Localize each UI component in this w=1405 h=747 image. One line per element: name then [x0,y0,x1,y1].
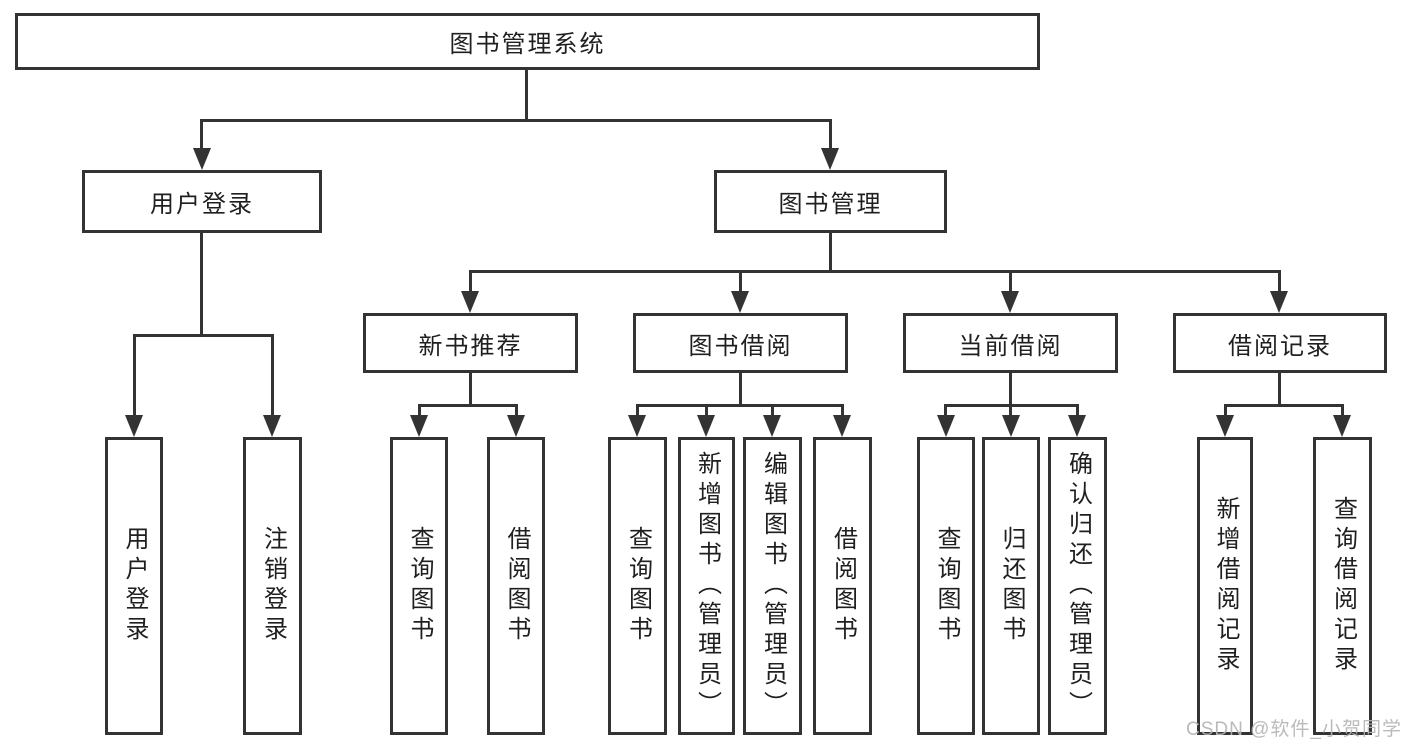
connector-line [944,404,947,418]
connector-line [739,373,742,407]
arrow-head-icon [731,291,749,313]
node-book-borrowing: 图书借阅 [633,313,848,373]
leaf-query-books-borrow: 查询图书 [608,437,667,735]
arrow-head-icon [507,415,525,437]
connector-line [200,119,832,122]
connector-line [1076,404,1079,418]
connector-line [636,404,639,418]
connector-line [469,270,472,293]
arrow-head-icon [1216,415,1234,437]
arrow-head-icon [193,148,211,170]
leaf-add-borrow-record: 新增借阅记录 [1197,437,1253,735]
node-label: 用户登录 [121,526,148,646]
node-label: 查询图书 [406,526,433,646]
node-label: 确认归还（管理员） [1064,451,1092,721]
connector-line [271,334,274,418]
leaf-confirm-return-admin: 确认归还（管理员） [1048,437,1107,735]
arrow-head-icon [1068,415,1086,437]
connector-line [829,119,832,150]
connector-line [771,404,774,418]
leaf-query-books-current: 查询图书 [917,437,975,735]
connector-line [133,334,136,418]
arrow-head-icon [263,415,281,437]
node-book-management: 图书管理 [714,170,947,233]
connector-line [515,404,518,418]
connector-line [841,404,844,418]
arrow-head-icon [1002,415,1020,437]
node-label: 查询图书 [933,526,960,646]
csdn-watermark: CSDN @软件_小贺同学 [1186,719,1402,740]
connector-line [636,404,844,407]
node-label: 新书推荐 [418,332,523,360]
connector-line [1341,404,1344,418]
node-label: 借阅图书 [829,526,857,646]
connector-line [705,404,708,418]
connector-line [739,270,742,293]
connector-line [1009,404,1012,418]
node-label: 查询图书 [624,526,652,646]
node-label: 编辑图书（管理员） [759,451,787,721]
node-label: 图书管理 [778,191,883,218]
arrow-head-icon [125,415,143,437]
leaf-borrow-books-recommend: 借阅图书 [487,437,545,735]
leaf-add-books-admin: 新增图书（管理员） [678,437,735,735]
connector-line [1009,373,1012,407]
arrow-head-icon [1333,415,1351,437]
connector-line [200,119,203,150]
arrow-head-icon [461,291,479,313]
leaf-edit-books-admin: 编辑图书（管理员） [743,437,802,735]
node-label: 借阅记录 [1228,332,1332,360]
leaf-query-books-recommend: 查询图书 [390,437,448,735]
arrow-head-icon [821,148,839,170]
leaf-logout: 注销登录 [243,437,302,735]
node-label: 图书管理系统 [449,31,606,58]
connector-line [133,334,274,337]
node-current-borrowing: 当前借阅 [903,313,1118,373]
connector-line [469,373,472,407]
connector-line [469,270,1281,273]
connector-line [1278,270,1281,293]
arrow-head-icon [1270,291,1288,313]
node-label: 图书借阅 [688,332,793,360]
connector-line [418,404,518,407]
node-label: 当前借阅 [958,332,1063,360]
connector-line [829,233,832,273]
arrow-head-icon [697,415,715,437]
connector-line [1224,404,1344,407]
leaf-return-books: 归还图书 [982,437,1040,735]
arrow-head-icon [937,415,955,437]
node-library-management-system: 图书管理系统 [15,13,1040,70]
arrow-head-icon [628,415,646,437]
connector-line [1009,270,1012,293]
node-borrowing-records: 借阅记录 [1173,313,1387,373]
connector-line [1278,373,1281,407]
node-label: 新增图书（管理员） [693,451,721,721]
leaf-user-login: 用户登录 [105,437,163,735]
connector-line [200,233,203,336]
node-label: 查询借阅记录 [1329,496,1357,676]
node-label: 注销登录 [259,526,287,646]
node-label: 归还图书 [998,526,1025,646]
node-label: 用户登录 [150,191,254,218]
node-label: 新增借阅记录 [1212,496,1239,676]
connector-line [525,70,528,122]
node-new-book-recommendation: 新书推荐 [363,313,578,373]
leaf-borrow-books: 借阅图书 [813,437,872,735]
connector-line [418,404,421,418]
connector-line [1224,404,1227,418]
arrow-head-icon [410,415,428,437]
arrow-head-icon [833,415,851,437]
arrow-head-icon [763,415,781,437]
node-label: 借阅图书 [503,526,530,646]
arrow-head-icon [1001,291,1019,313]
leaf-query-borrow-record: 查询借阅记录 [1313,437,1372,735]
node-user-login: 用户登录 [82,170,322,233]
